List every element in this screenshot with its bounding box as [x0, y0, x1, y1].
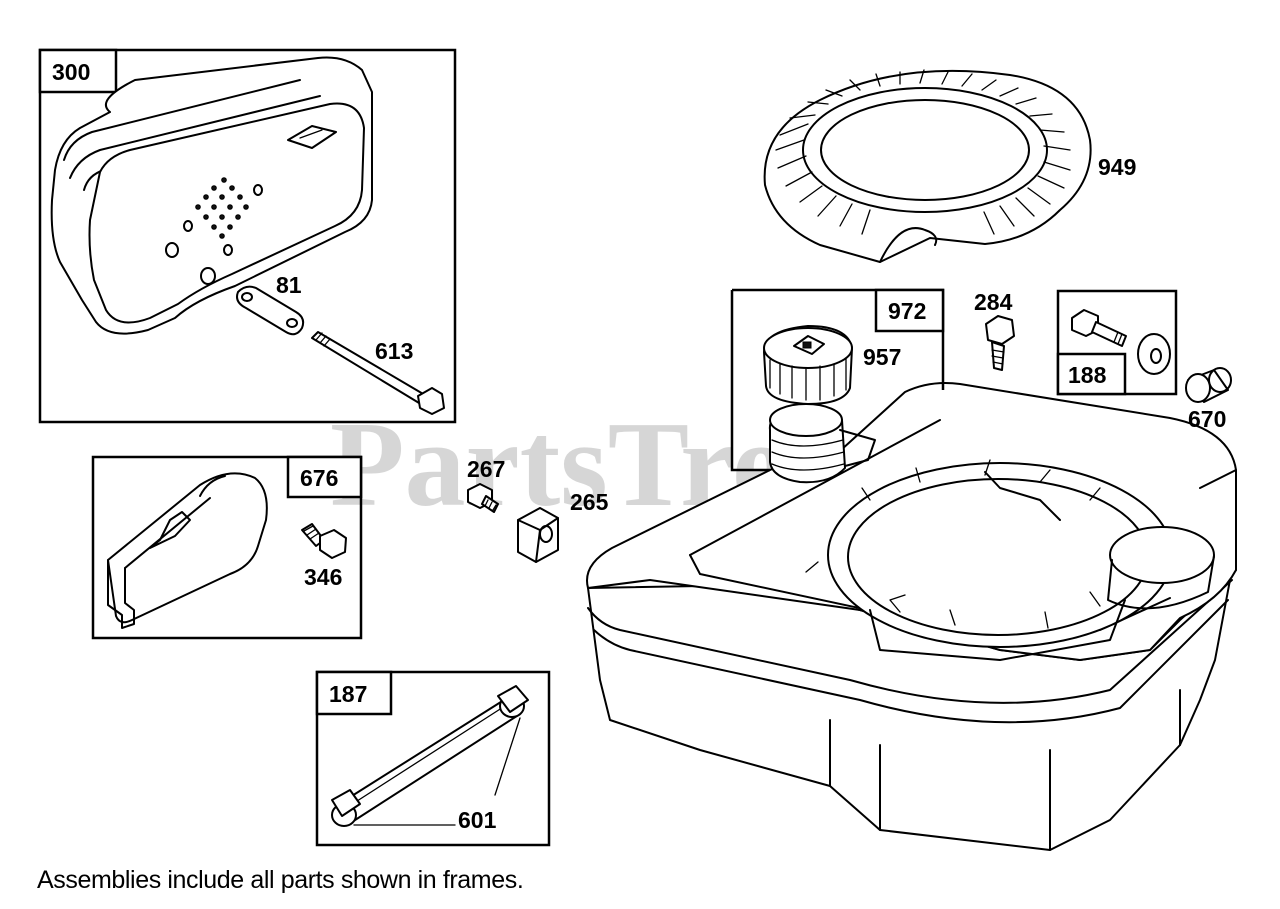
blower-vanes	[775, 69, 1071, 235]
muffler-part[interactable]	[50, 56, 373, 335]
heat-shield-part[interactable]	[107, 472, 268, 629]
assembly-frame-187[interactable]: 187 601	[315, 670, 551, 847]
shield-screw-part[interactable]	[301, 523, 347, 559]
assembly-frame-676[interactable]: 676 346	[91, 455, 363, 640]
frame-tag-300: 300	[52, 59, 90, 85]
frame-tag-188: 188	[1068, 362, 1107, 388]
washer-part[interactable]	[1137, 333, 1171, 375]
fuel-cap-part[interactable]	[763, 325, 853, 405]
muffler-deflector-part[interactable]	[236, 285, 305, 336]
callout-284: 284	[974, 289, 1013, 315]
callout-601: 601	[458, 807, 497, 833]
vent-holes	[195, 177, 249, 239]
callout-81: 81	[276, 272, 302, 298]
callout-613: 613	[375, 338, 413, 364]
frame-tag-676: 676	[300, 465, 338, 491]
shoulder-bolt-part[interactable]	[1071, 309, 1127, 347]
muffler-bolt-part[interactable]	[311, 331, 445, 415]
callout-267: 267	[467, 456, 505, 482]
fuel-line-part[interactable]	[331, 685, 529, 827]
screw-267-part[interactable]	[467, 483, 499, 513]
blower-housing-part[interactable]	[763, 69, 1092, 263]
fuel-tank-part[interactable]	[586, 382, 1237, 851]
assembly-frame-188[interactable]: 188	[1056, 289, 1178, 396]
clip-265-part[interactable]	[517, 507, 559, 563]
frame-tag-187: 187	[329, 681, 367, 707]
callout-265: 265	[570, 489, 609, 515]
frame-tag-972: 972	[888, 298, 926, 324]
assembly-frame-300[interactable]: 300	[38, 48, 457, 424]
callout-957: 957	[863, 344, 901, 370]
callout-949: 949	[1098, 154, 1136, 180]
assembly-footnote: Assemblies include all parts shown in fr…	[37, 866, 524, 894]
assembly-frame-972[interactable]: 972 957	[730, 288, 945, 472]
callout-346: 346	[304, 564, 342, 590]
spacer-670-part[interactable]	[1185, 367, 1232, 403]
callout-670: 670	[1188, 406, 1226, 432]
screw-284-part[interactable]	[985, 315, 1015, 371]
